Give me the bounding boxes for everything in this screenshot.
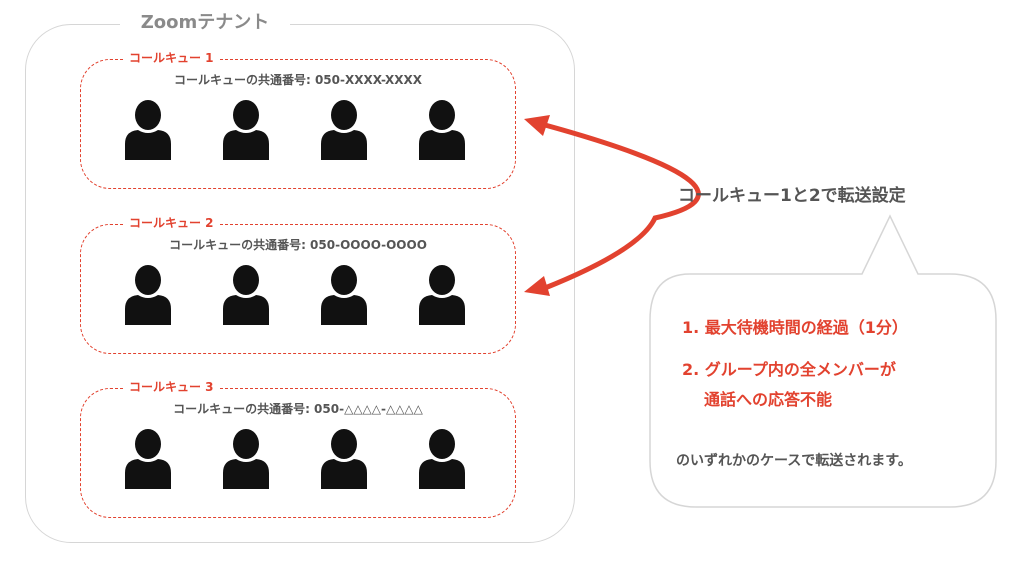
transfer-arrow-curve — [544, 122, 701, 291]
queue-label: コールキュー 1 — [125, 50, 218, 66]
person-icon — [223, 429, 269, 489]
call-queue-3: コールキュー 3 コールキューの共通番号: 050-△△△△-△△△△ — [80, 379, 516, 518]
tenant-frame — [25, 24, 575, 543]
person-icon — [321, 429, 367, 489]
person-icon — [125, 265, 171, 325]
call-queue-1: コールキュー 1 コールキューの共通番号: 050-XXXX-XXXX — [80, 50, 516, 189]
queue-label: コールキュー 3 — [125, 379, 218, 395]
condition-2-cont: 通話への応答不能 — [704, 390, 833, 409]
speech-bubble — [649, 214, 997, 508]
tenant-title: Zoomテナント — [120, 10, 290, 36]
condition-1: 1. 最大待機時間の経過（1分） — [682, 318, 908, 337]
person-icon — [419, 429, 465, 489]
arrow-head-top-icon — [524, 115, 550, 136]
person-icon — [321, 100, 367, 160]
person-icon — [125, 100, 171, 160]
members — [123, 265, 467, 325]
person-icon — [223, 265, 269, 325]
queue-number: コールキューの共通番号: 050-XXXX-XXXX — [173, 73, 423, 87]
person-icon — [419, 265, 465, 325]
queue-label: コールキュー 2 — [125, 215, 218, 231]
person-icon — [419, 100, 465, 160]
person-icon — [223, 100, 269, 160]
call-queue-2: コールキュー 2 コールキューの共通番号: 050-OOOO-OOOO — [80, 215, 516, 354]
transfer-title: コールキュー1と2で転送設定 — [678, 186, 906, 206]
person-icon — [125, 429, 171, 489]
members — [123, 100, 467, 160]
bubble-footer: のいずれかのケースで転送されます。 — [676, 453, 912, 469]
queue-number: コールキューの共通番号: 050-OOOO-OOOO — [169, 238, 427, 252]
person-icon — [321, 265, 367, 325]
condition-2: 2. グループ内の全メンバーが — [682, 360, 896, 379]
arrow-head-bottom-icon — [524, 276, 550, 296]
members — [123, 429, 467, 489]
queue-number: コールキューの共通番号: 050-△△△△-△△△△ — [173, 402, 423, 416]
